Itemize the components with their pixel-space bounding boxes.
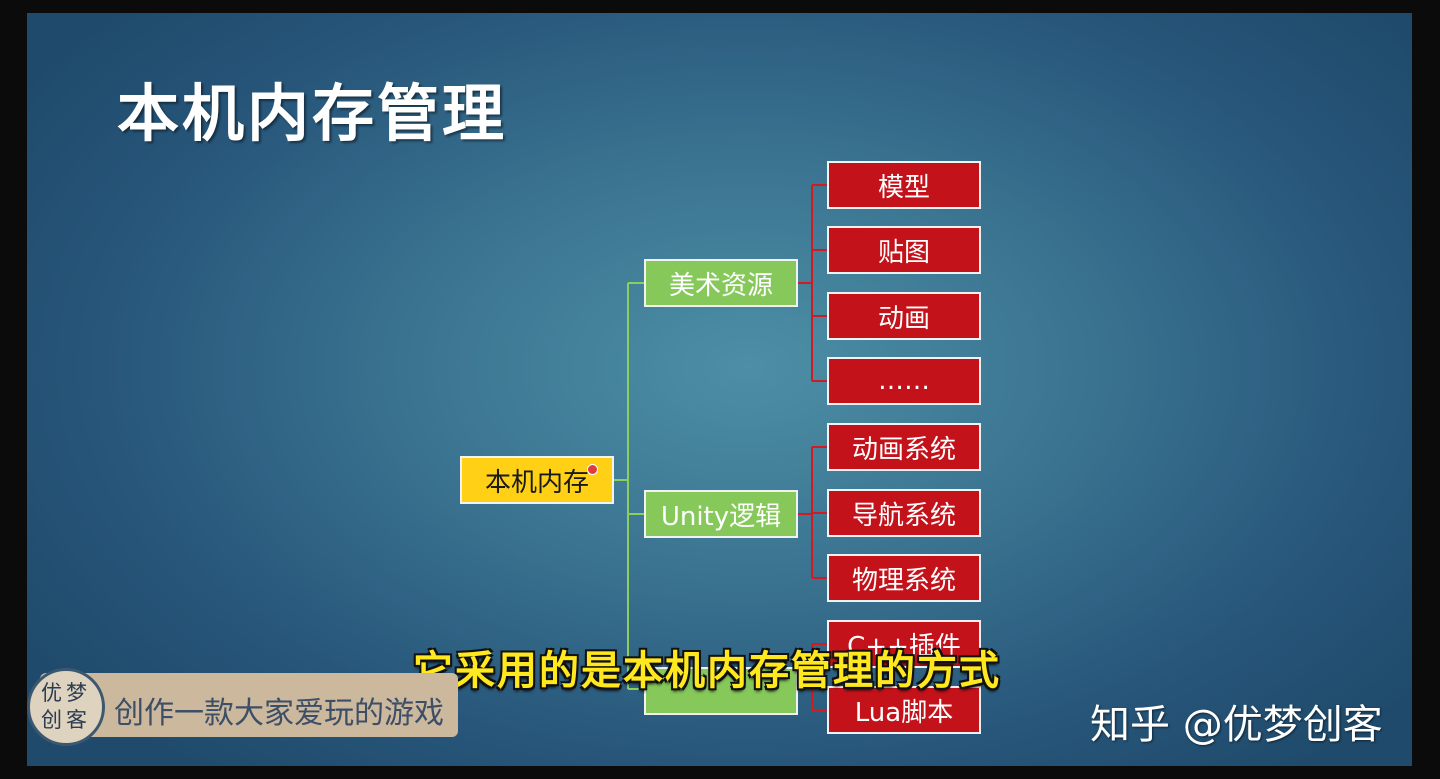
presentation-slide: 本机内存管理 本机内存 美术资源 Unity逻辑	[27, 13, 1412, 766]
leaf-node-label: Lua脚本	[854, 697, 954, 728]
branch-node-label: Unity逻辑	[660, 501, 782, 532]
leaf-node-ellipsis: ……	[827, 357, 981, 405]
zhihu-watermark: 知乎 @优梦创客	[1090, 702, 1383, 748]
mindmap-connectors	[614, 184, 827, 711]
leaf-node-label: 物理系统	[851, 565, 956, 596]
branch-node-art-assets: 美术资源	[644, 259, 798, 307]
brand-logo-line1: 优梦	[41, 681, 91, 705]
leaf-node-label: 动画系统	[851, 434, 956, 465]
leaf-node-label: 贴图	[877, 237, 930, 268]
branch-node-unity-logic: Unity逻辑	[644, 490, 798, 538]
brand-logo: 优梦 创客	[27, 668, 105, 746]
branch-node-third	[644, 667, 798, 715]
leaf-node-cpp-plugin: C++插件	[827, 620, 981, 668]
brand-logo-line2: 创客	[41, 708, 91, 732]
video-subtitle: 它采用的是本机内存管理的方式	[413, 648, 1001, 694]
leaf-node-label: C++插件	[847, 631, 961, 662]
brand-banner	[40, 673, 458, 737]
branch-node-label: 美术资源	[668, 270, 773, 301]
leaf-node-label: 导航系统	[851, 500, 956, 531]
note-marker-icon	[587, 464, 598, 475]
root-node-label: 本机内存	[484, 467, 589, 498]
leaf-node-lua-script: Lua脚本	[827, 686, 981, 734]
leaf-node-model: 模型	[827, 161, 981, 209]
leaf-node-label: ……	[878, 366, 930, 396]
mindmap-root-node: 本机内存	[460, 456, 614, 504]
brand-tagline: 创作一款大家爱玩的游戏	[114, 696, 444, 731]
leaf-node-physics-system: 物理系统	[827, 554, 981, 602]
slide-title: 本机内存管理	[117, 77, 508, 150]
leaf-node-texture: 贴图	[827, 226, 981, 274]
leaf-node-animation-system: 动画系统	[827, 423, 981, 471]
leaf-node-navigation-system: 导航系统	[827, 489, 981, 537]
leaf-node-animation: 动画	[827, 292, 981, 340]
leaf-node-label: 动画	[877, 303, 930, 334]
leaf-node-label: 模型	[877, 172, 930, 203]
